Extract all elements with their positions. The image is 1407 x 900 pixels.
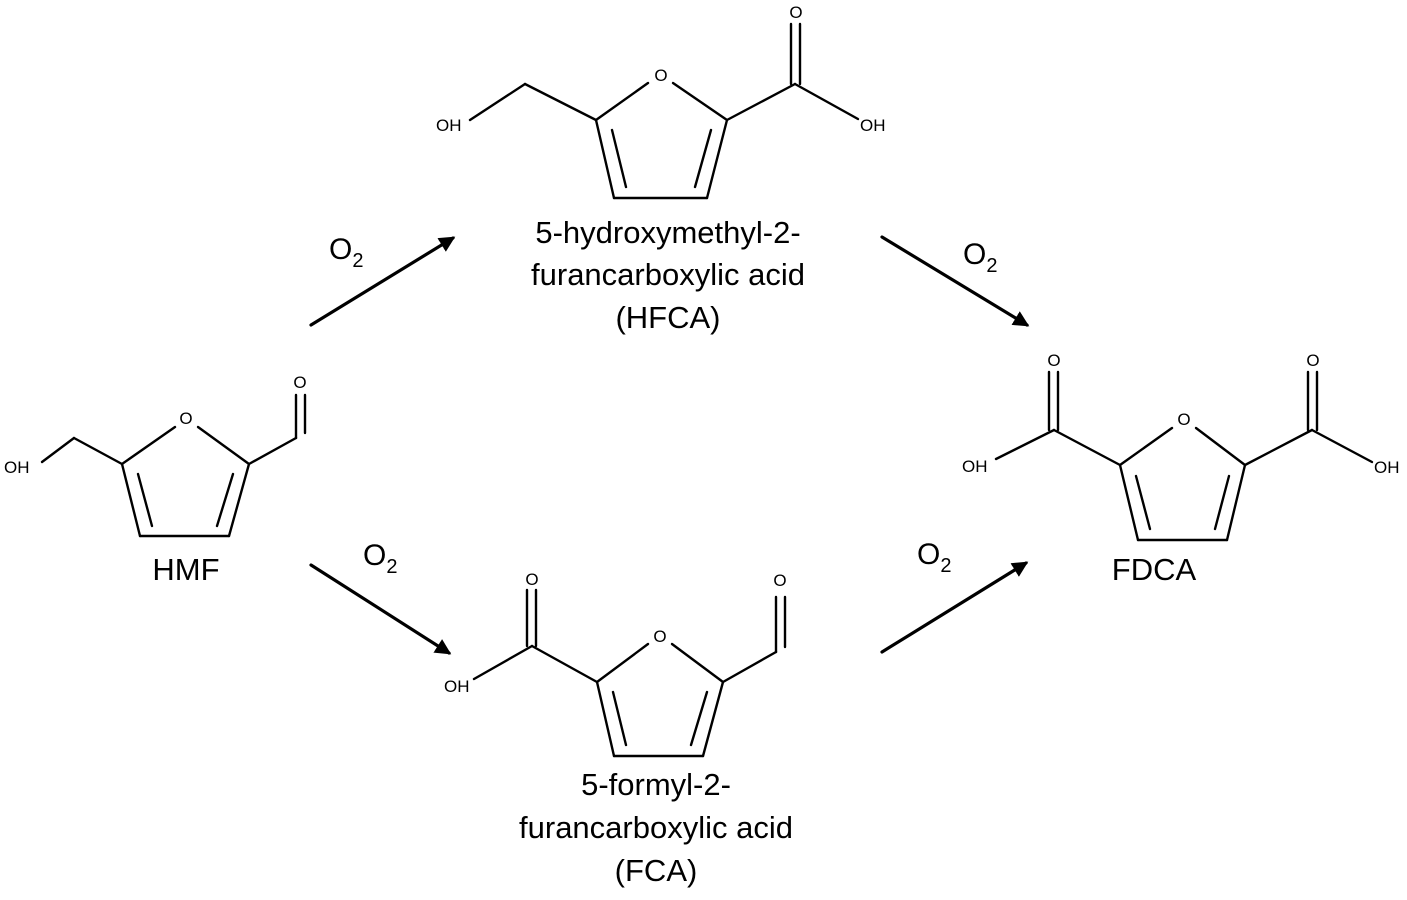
arrow-hmf-to-hfca <box>309 236 456 327</box>
hmf-hydroxyl-label: OH <box>4 458 30 477</box>
hmf-molecule: OH O O HMF <box>4 373 307 587</box>
hfca-molecule: OH O O OH 5-hydroxymethyl-2- furancarbox… <box>436 3 886 335</box>
hfca-name-line-2: furancarboxylic acid <box>531 257 805 292</box>
fca-abbreviation: (FCA) <box>615 853 698 888</box>
fdca-carbonyl-oxygen-left-label: O <box>1047 351 1060 370</box>
fca-formyl-oxygen-label: O <box>773 571 786 590</box>
reagent-label-hmf-fca: O2 <box>363 539 397 578</box>
reagent-labels: O2 O2 O2 O2 <box>329 233 997 578</box>
fdca-hydroxyl-right-label: OH <box>1374 458 1400 477</box>
fdca-label: FDCA <box>1112 552 1197 587</box>
arrow-hfca-to-fdca <box>880 235 1030 327</box>
reagent-label-fca-fdca: O2 <box>917 538 951 577</box>
arrow-hmf-to-fca <box>309 563 452 655</box>
fca-bonds <box>472 588 787 758</box>
hmf-bonds <box>40 393 307 538</box>
hmf-label: HMF <box>152 552 219 587</box>
hfca-bonds <box>468 22 860 200</box>
hfca-abbreviation: (HFCA) <box>615 300 720 335</box>
hfca-ring-oxygen-label: O <box>654 66 667 85</box>
reagent-label-hmf-hfca: O2 <box>329 233 363 272</box>
fca-name-line-1: 5-formyl-2- <box>581 767 731 802</box>
reagent-label-hfca-fdca: O2 <box>963 238 997 277</box>
fca-carboxyl-oxygen-label: O <box>525 570 538 589</box>
fca-name-line-2: furancarboxylic acid <box>519 810 793 845</box>
hfca-hydroxyl-right-label: OH <box>860 116 886 135</box>
fca-hydroxyl-label: OH <box>444 677 470 696</box>
fdca-bonds <box>994 370 1374 542</box>
arrow-fca-to-fdca <box>880 561 1029 654</box>
fca-ring-oxygen-label: O <box>653 627 666 646</box>
reaction-arrows <box>309 235 1030 655</box>
hmf-carbonyl-oxygen-label: O <box>293 373 306 392</box>
fdca-hydroxyl-left-label: OH <box>962 457 988 476</box>
fdca-carbonyl-oxygen-right-label: O <box>1306 351 1319 370</box>
hfca-carbonyl-oxygen-label: O <box>789 3 802 22</box>
hmf-ring-oxygen-label: O <box>179 409 192 428</box>
fca-molecule: OH O O O 5-formyl-2- furancarboxylic aci… <box>444 570 793 888</box>
fdca-ring-oxygen-label: O <box>1177 410 1190 429</box>
hfca-hydroxyl-left-label: OH <box>436 116 462 135</box>
fdca-molecule: OH O O O OH FDCA <box>962 351 1400 587</box>
hfca-name-line-1: 5-hydroxymethyl-2- <box>535 215 800 250</box>
